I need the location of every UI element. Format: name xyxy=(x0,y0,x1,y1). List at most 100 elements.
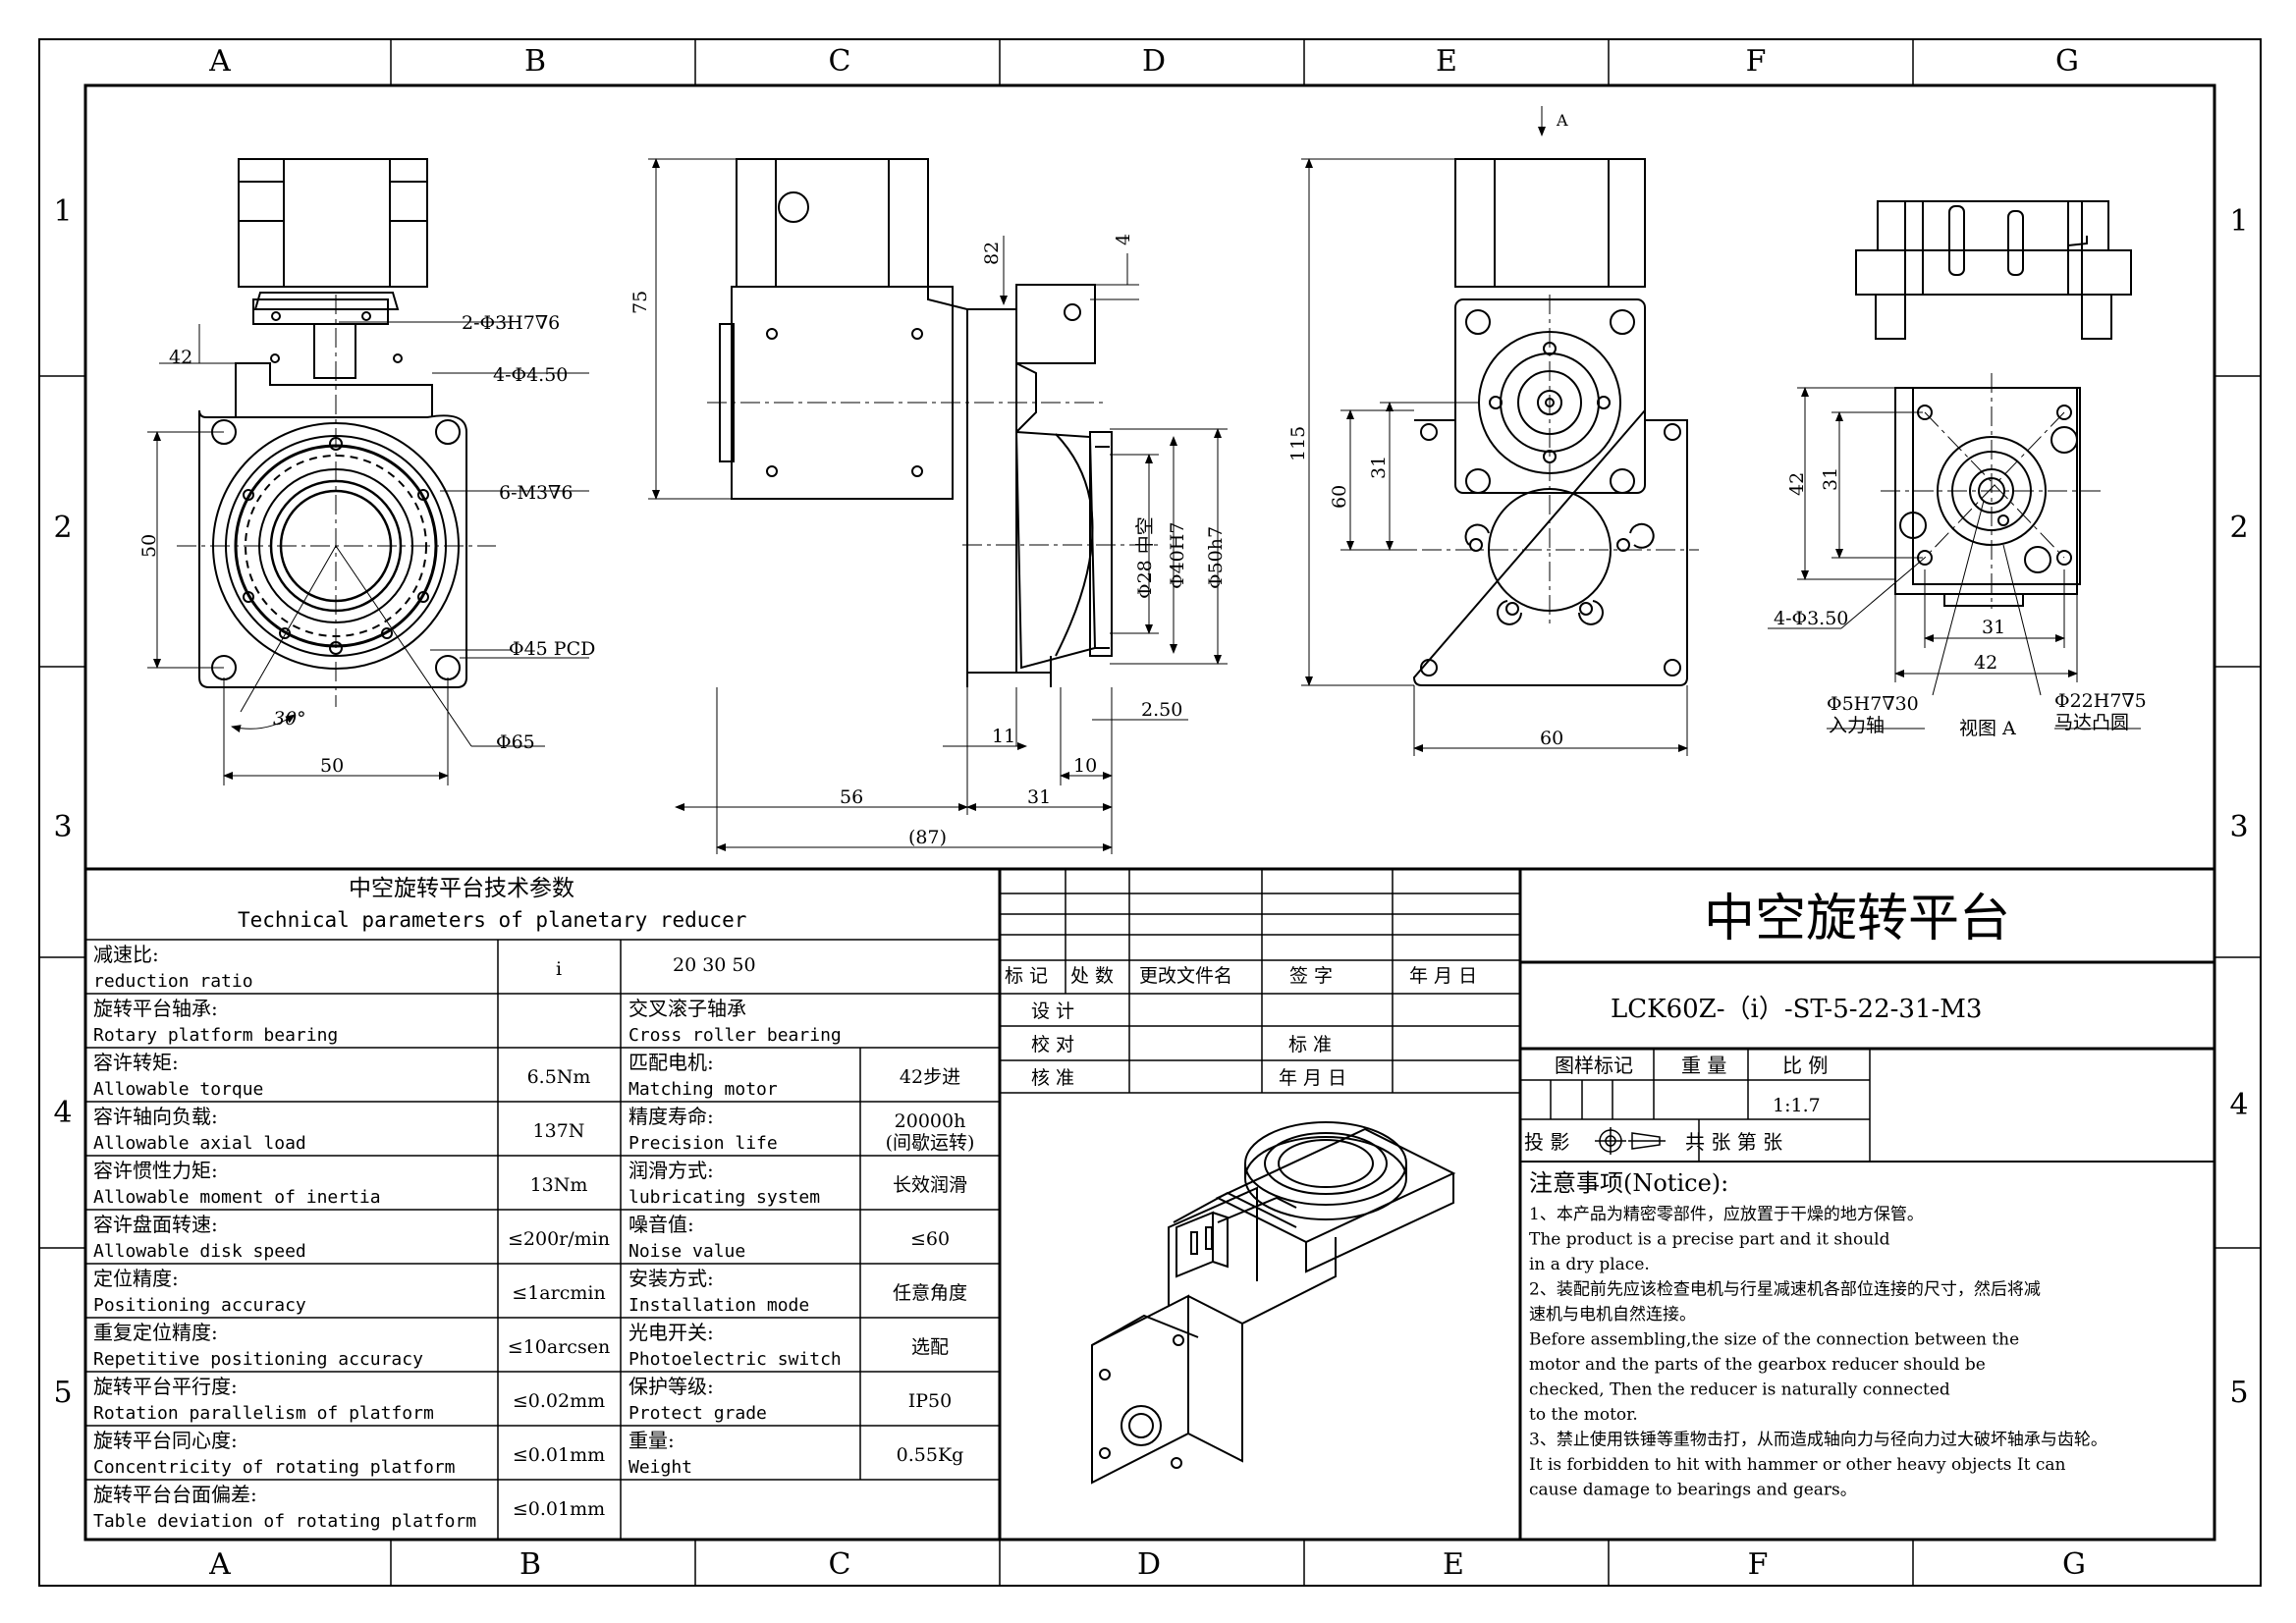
dim-75: 75 xyxy=(629,291,651,314)
param-spec-value: 选配 xyxy=(911,1336,949,1358)
rev-header-mark: 标 记 xyxy=(1005,965,1048,987)
title-block: 中空旋转平台 LCK60Z-（i）-ST-5-22-31-M3 图样标记 重 量… xyxy=(1524,890,2010,1155)
dim-28: Φ28 中空 xyxy=(1134,516,1156,599)
param-spec-en: lubricating system xyxy=(629,1187,820,1208)
col-label-top: C xyxy=(829,44,851,79)
dim-2-50: 2.50 xyxy=(1141,699,1182,721)
param-spec-en: Protect grade xyxy=(629,1403,767,1424)
dim-56: 56 xyxy=(840,786,863,808)
rev-header-count: 处 数 xyxy=(1070,965,1114,987)
notice-line: Before assembling,the size of the connec… xyxy=(1529,1330,2019,1350)
row-label-left: 4 xyxy=(53,1096,72,1130)
col-label-bottom: E xyxy=(1443,1547,1464,1582)
param-name-en: Allowable torque xyxy=(93,1079,263,1100)
param-spec-cn: 重量: xyxy=(629,1429,675,1452)
dim-31: 31 xyxy=(1027,786,1051,808)
param-name-cn: 定位精度: xyxy=(93,1267,179,1290)
param-name-en: Concentricity of rotating platform xyxy=(93,1457,455,1478)
param-value: ≤0.01mm xyxy=(513,1498,605,1520)
label-view-a: 视图 A xyxy=(1959,718,2016,739)
params-table: 中空旋转平台技术参数 Technical parameters of plane… xyxy=(93,876,974,1532)
param-name-en: reduction ratio xyxy=(93,971,253,992)
notice-line: The product is a precise part and it sho… xyxy=(1529,1230,1890,1250)
rear-view xyxy=(1355,158,1699,686)
row-label-right: 2 xyxy=(2229,511,2248,545)
param-value: 137N xyxy=(533,1120,585,1142)
dim-10: 10 xyxy=(1073,755,1097,777)
param-spec-value: 任意角度 xyxy=(893,1282,967,1304)
param-spec-en: Installation mode xyxy=(629,1295,809,1316)
dim-50h7: Φ50h7 xyxy=(1205,526,1227,589)
projection-icon xyxy=(1595,1127,1666,1155)
notice-line: It is forbidden to hit with hammer or ot… xyxy=(1529,1455,2066,1475)
param-spec-cn: 交叉滚子轴承 xyxy=(629,997,746,1020)
col-label-top: F xyxy=(1746,44,1767,79)
dim-40h7: Φ40H7 xyxy=(1167,522,1188,589)
dim-60-h: 60 xyxy=(1540,728,1563,749)
param-spec-en: Cross roller bearing xyxy=(629,1025,842,1046)
param-name-cn: 重复定位精度: xyxy=(93,1321,218,1344)
col-label-bottom: G xyxy=(2062,1547,2086,1582)
param-spec-value: 20 30 50 xyxy=(673,954,756,976)
drawing-title: 中空旋转平台 xyxy=(1704,890,2010,948)
dim-2-holes: 2-Φ3H7∇6 xyxy=(462,312,560,334)
param-value: ≤10arcsen xyxy=(508,1336,610,1358)
col-label-top: G xyxy=(2055,44,2079,79)
param-spec-cn: 匹配电机: xyxy=(629,1051,714,1074)
dim-60-v: 60 xyxy=(1329,485,1350,509)
scale-label: 比 例 xyxy=(1782,1054,1828,1077)
rev-standard: 标 准 xyxy=(1288,1034,1332,1055)
param-name-en: Positioning accuracy xyxy=(93,1295,306,1316)
param-name-cn: 旋转平台台面偏差: xyxy=(93,1483,257,1506)
param-value: ≤200r/min xyxy=(508,1228,610,1250)
params-title-en: Technical parameters of planetary reduce… xyxy=(238,908,746,932)
view-arrow-label: A xyxy=(1556,111,1568,130)
rev-header-date: 年 月 日 xyxy=(1409,965,1477,987)
param-spec-value: 长效润滑 xyxy=(893,1174,967,1196)
row-label-left: 5 xyxy=(53,1376,72,1410)
label-input-shaft-dim: Φ5H7∇30 xyxy=(1827,693,1919,715)
zone-labels: A B C D E F G A B C D E F G 1 2 3 4 5 1 … xyxy=(53,44,2248,1582)
rev-header-file: 更改文件名 xyxy=(1139,965,1232,987)
rev-design: 设 计 xyxy=(1031,1001,1074,1022)
col-label-top: B xyxy=(524,44,546,79)
dim-30deg: 30° xyxy=(273,708,306,730)
param-name-en: Rotation parallelism of platform xyxy=(93,1403,434,1424)
notice-title: 注意事项(Notice): xyxy=(1529,1169,1728,1197)
col-label-top: E xyxy=(1436,44,1457,79)
revision-table: 标 记 处 数 更改文件名 签 字 年 月 日 设 计 校 对 核 准 标 准 … xyxy=(1005,965,1477,1089)
row-label-right: 3 xyxy=(2229,810,2248,844)
view-a-dims xyxy=(1768,387,2141,730)
param-name-en: Rotary platform bearing xyxy=(93,1025,338,1046)
param-name-cn: 容许轴向负载: xyxy=(93,1105,218,1128)
dim-holes: 4-Φ3.50 xyxy=(1774,608,1848,629)
param-value: 13Nm xyxy=(530,1174,588,1196)
param-spec-en: Weight xyxy=(629,1457,692,1478)
param-spec-value: 42步进 xyxy=(900,1066,960,1088)
param-spec-en: Precision life xyxy=(629,1133,778,1154)
dim-31-v: 31 xyxy=(1820,467,1841,491)
isometric-view xyxy=(1091,1121,1456,1485)
notice-line: in a dry place. xyxy=(1529,1255,1650,1274)
side-view-dims xyxy=(648,158,1228,854)
scale-value: 1:1.7 xyxy=(1773,1095,1821,1116)
param-name-cn: 减速比: xyxy=(93,943,159,966)
dim-31-h: 31 xyxy=(1982,617,2005,638)
param-value: ≤0.02mm xyxy=(513,1390,605,1412)
dim-11: 11 xyxy=(992,726,1015,747)
notice-line: cause damage to bearings and gears。 xyxy=(1529,1481,1857,1500)
front-view xyxy=(177,158,496,747)
param-spec-cn: 润滑方式: xyxy=(629,1159,714,1182)
dim-82: 82 xyxy=(981,242,1003,265)
param-name-en: Table deviation of rotating platform xyxy=(93,1511,476,1532)
notice: 注意事项(Notice): 1、本产品为精密零部件，应放置于干燥的地方保管。 T… xyxy=(1529,1169,2107,1500)
col-label-bottom: D xyxy=(1137,1547,1161,1582)
row-label-right: 1 xyxy=(2229,204,2248,239)
param-name-cn: 旋转平台同心度: xyxy=(93,1429,238,1452)
param-name-cn: 容许转矩: xyxy=(93,1051,179,1074)
param-value: 6.5Nm xyxy=(527,1066,591,1088)
frame xyxy=(38,38,2262,1587)
col-label-bottom: B xyxy=(519,1547,541,1582)
label-input-shaft: 入力轴 xyxy=(1829,715,1885,736)
dim-50-v: 50 xyxy=(138,534,160,558)
